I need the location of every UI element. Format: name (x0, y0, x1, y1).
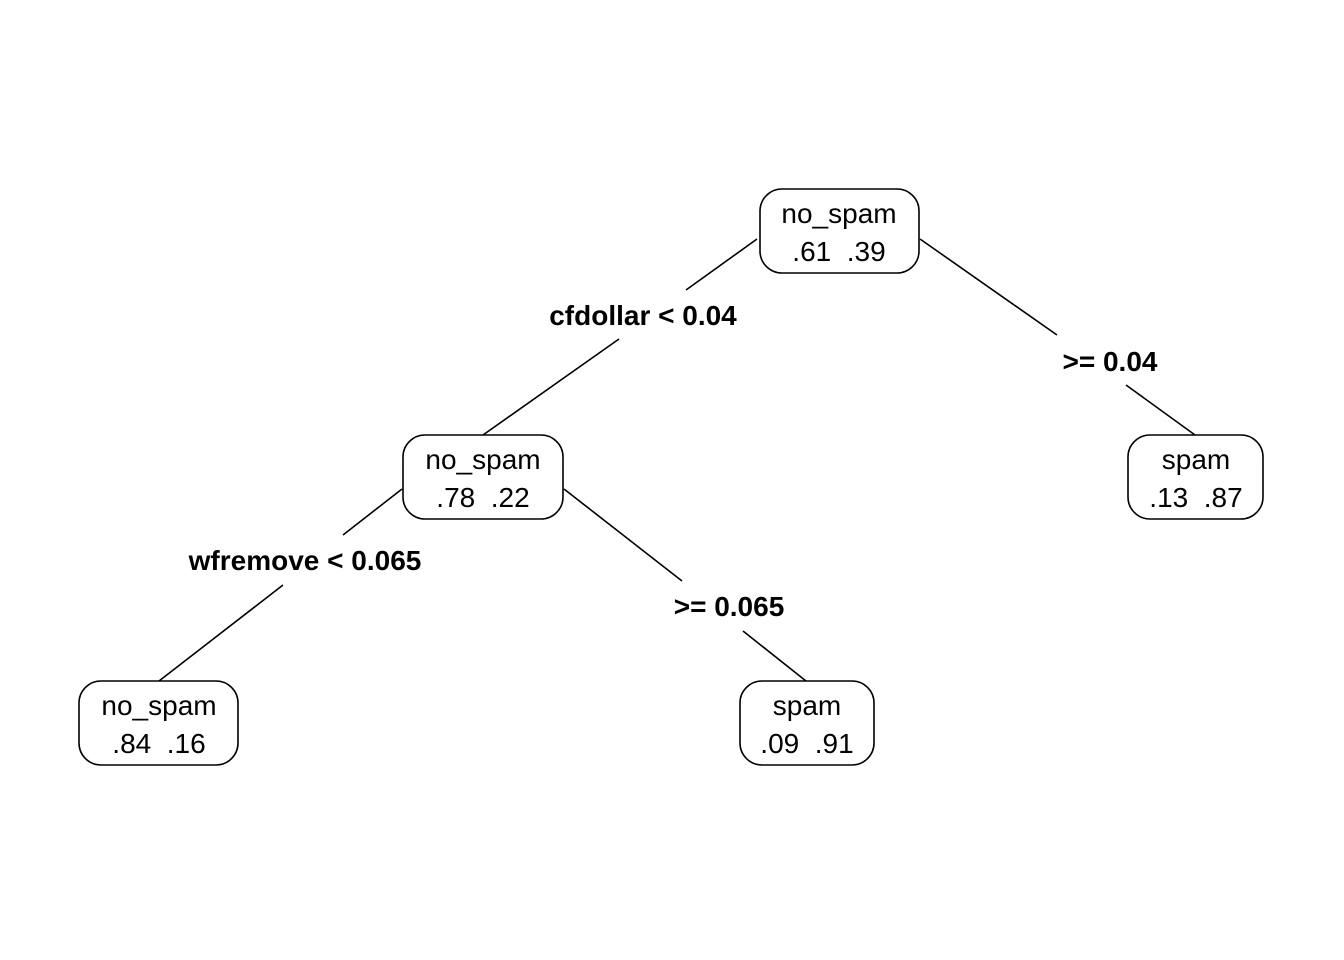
node-box (739, 680, 875, 766)
node-class: spam (773, 690, 841, 721)
node-box (78, 680, 239, 766)
node-class: no_spam (101, 690, 216, 721)
node-box (1127, 434, 1264, 520)
edge-left-right (742, 630, 807, 682)
edge-root-right (1125, 384, 1196, 436)
split-label-left-left: wfremove < 0.065 (188, 545, 422, 576)
node-probs: .09 .91 (760, 728, 853, 759)
node-left-left: no_spam .84 .16 (78, 680, 239, 766)
split-label-root-right: >= 0.04 (1063, 346, 1158, 377)
node-probs: .84 .16 (112, 728, 205, 759)
edge-root-right (919, 238, 1058, 336)
edge-left-left (342, 488, 403, 536)
split-label-root-left: cfdollar < 0.04 (549, 300, 737, 331)
edge-left-left (158, 584, 284, 682)
node-right: spam .13 .87 (1127, 434, 1264, 520)
edge-root-left (482, 338, 620, 436)
edge-left-right (563, 488, 683, 582)
node-root: no_spam .61 .39 (759, 188, 920, 274)
node-probs: .78 .22 (436, 482, 529, 513)
node-class: no_spam (781, 198, 896, 229)
node-class: no_spam (425, 444, 540, 475)
split-label-left-right: >= 0.065 (674, 591, 785, 622)
node-box (759, 188, 920, 274)
node-probs: .13 .87 (1149, 482, 1242, 513)
node-class: spam (1162, 444, 1230, 475)
node-left: no_spam .78 .22 (402, 434, 564, 520)
node-left-right: spam .09 .91 (739, 680, 875, 766)
tree-edges (158, 238, 1196, 682)
edge-root-left (685, 238, 758, 291)
node-box (402, 434, 564, 520)
node-probs: .61 .39 (792, 236, 885, 267)
